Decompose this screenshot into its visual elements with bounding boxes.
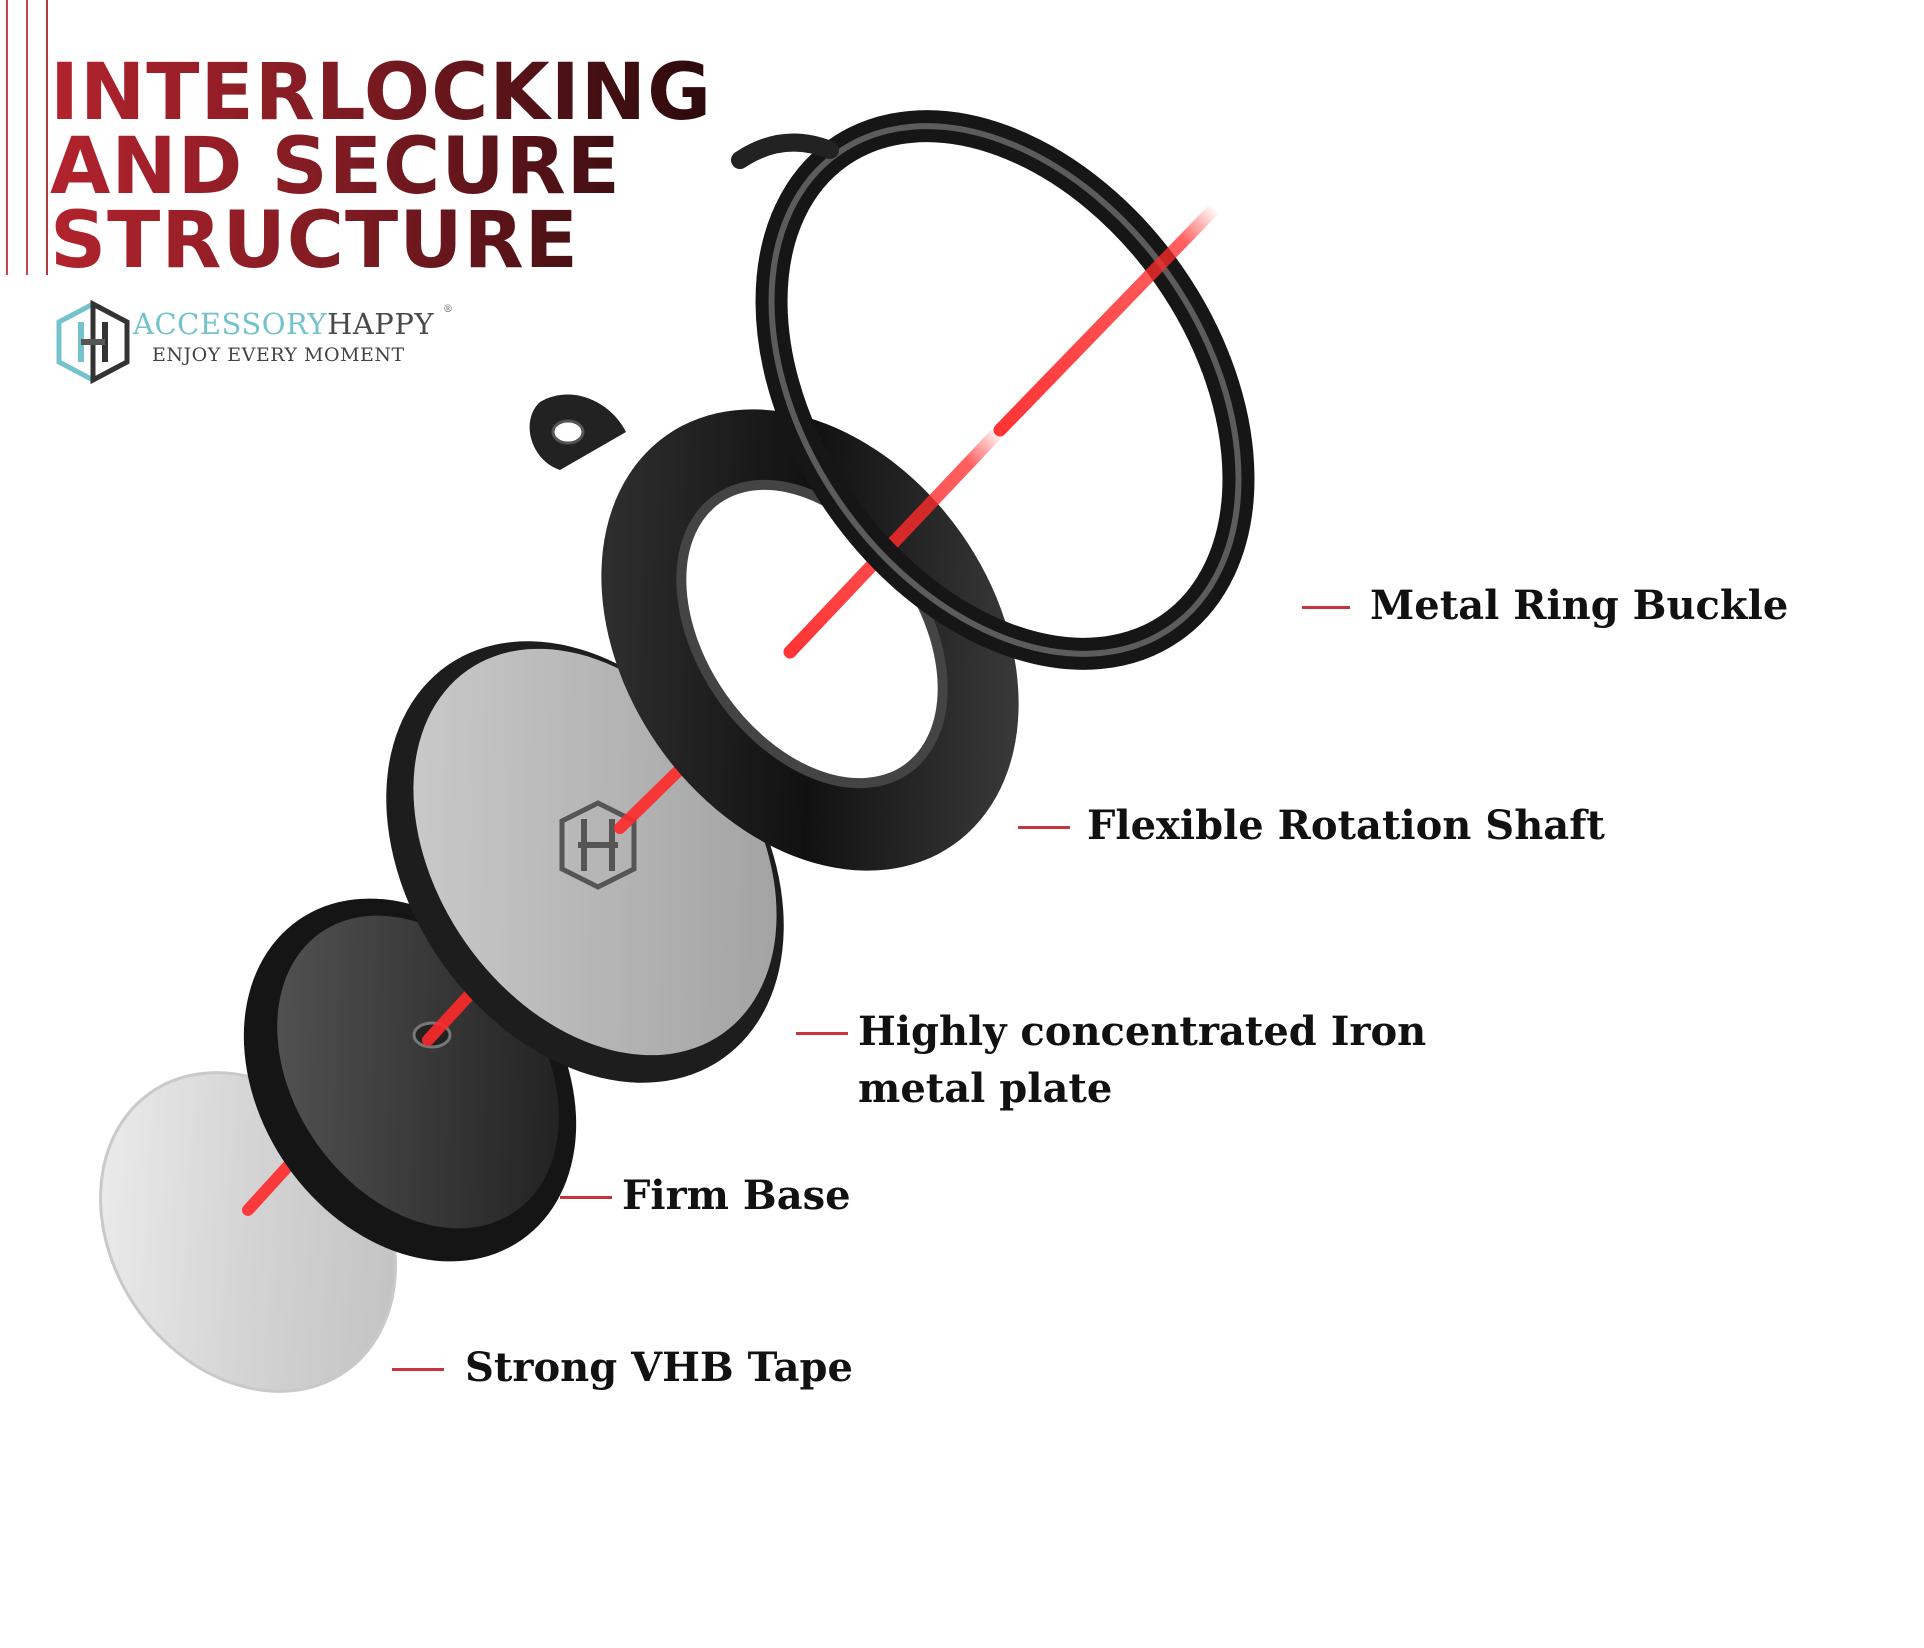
ah-hexagon-logo-icon xyxy=(56,300,130,384)
registered-mark: ® xyxy=(443,304,453,315)
left-rule-1 xyxy=(6,0,8,275)
leader-line-ring-buckle xyxy=(1302,606,1350,609)
label-firm-base: Firm Base xyxy=(622,1172,851,1219)
title-line-3: STRUCTURE xyxy=(50,202,712,280)
leader-line-iron-plate xyxy=(796,1032,848,1035)
left-rule-2 xyxy=(26,0,28,275)
brand-name-part1: ACCESSORY xyxy=(133,307,328,341)
leader-line-vhb-tape xyxy=(392,1368,444,1371)
metal-ring-buckle-part xyxy=(731,110,1255,670)
label-strong-vhb-tape: Strong VHB Tape xyxy=(465,1344,853,1391)
label-iron-plate-line-1: Highly concentrated Iron xyxy=(858,1008,1427,1055)
leader-line-firm-base xyxy=(560,1196,612,1199)
title-line-2: AND SECURE xyxy=(50,128,712,206)
axis-segment-5 xyxy=(993,201,1222,437)
label-iron-plate-line-2: metal plate xyxy=(858,1065,1113,1112)
title-line-1: INTERLOCKING xyxy=(50,48,713,138)
label-flexible-rotation-shaft: Flexible Rotation Shaft xyxy=(1087,802,1605,849)
page-title: INTERLOCKING AND SECURE STRUCTURE xyxy=(50,48,713,280)
brand-name-part2: HAPPY xyxy=(327,307,434,341)
brand-tagline: ENJOY EVERY MOMENT xyxy=(152,344,405,366)
brand-name: ACCESSORYHAPPY xyxy=(133,307,434,341)
label-metal-ring-buckle: Metal Ring Buckle xyxy=(1370,582,1789,629)
ah-plate-logo-icon xyxy=(559,800,637,890)
leader-line-rotation-shaft xyxy=(1018,826,1070,829)
left-rule-3 xyxy=(46,0,48,275)
axis-segment-4 xyxy=(783,423,1007,659)
